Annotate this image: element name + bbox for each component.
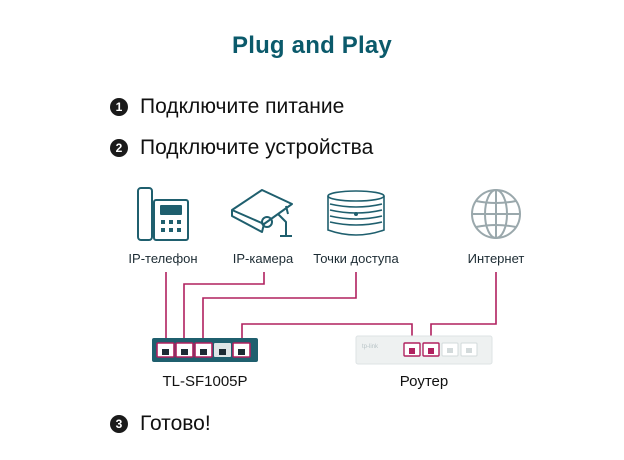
- page-title: Plug and Play: [232, 32, 392, 59]
- desk-phone-icon: [137, 187, 189, 241]
- step-text: Подключите питание: [140, 95, 345, 118]
- cable-switch-router: [241, 323, 413, 344]
- switch-label: TL-SF1005P: [162, 373, 247, 390]
- step-connect-power: 1 Подключите питание: [110, 95, 344, 119]
- security-camera-icon: [231, 189, 293, 237]
- step-done: 3 Готово!: [110, 412, 211, 436]
- globe-icon: [471, 189, 521, 239]
- step-connect-devices: 2 Подключите устройства: [110, 136, 373, 160]
- step-text: Готово!: [140, 412, 211, 435]
- router-label: Роутер: [400, 373, 448, 390]
- ceiling-access-point-icon: [327, 190, 385, 236]
- router-brand-mark: tp-link: [362, 344, 379, 350]
- internet-label: Интернет: [468, 251, 525, 266]
- access-point-label: Точки доступа: [313, 251, 399, 266]
- router-device: tp-link: [355, 335, 493, 365]
- cable-ip-camera: [183, 272, 265, 342]
- cable-access-point: [202, 272, 357, 342]
- step-number-badge: 3: [110, 415, 128, 433]
- step-number-badge: 1: [110, 98, 128, 116]
- step-text: Подключите устройства: [140, 136, 374, 159]
- cables: [165, 272, 497, 344]
- ip-phone-label: IP-телефон: [128, 251, 197, 266]
- switch-device: [152, 338, 258, 362]
- ip-camera-label: IP-камера: [233, 251, 294, 266]
- step-number-badge: 2: [110, 139, 128, 157]
- cable-internet: [430, 272, 497, 344]
